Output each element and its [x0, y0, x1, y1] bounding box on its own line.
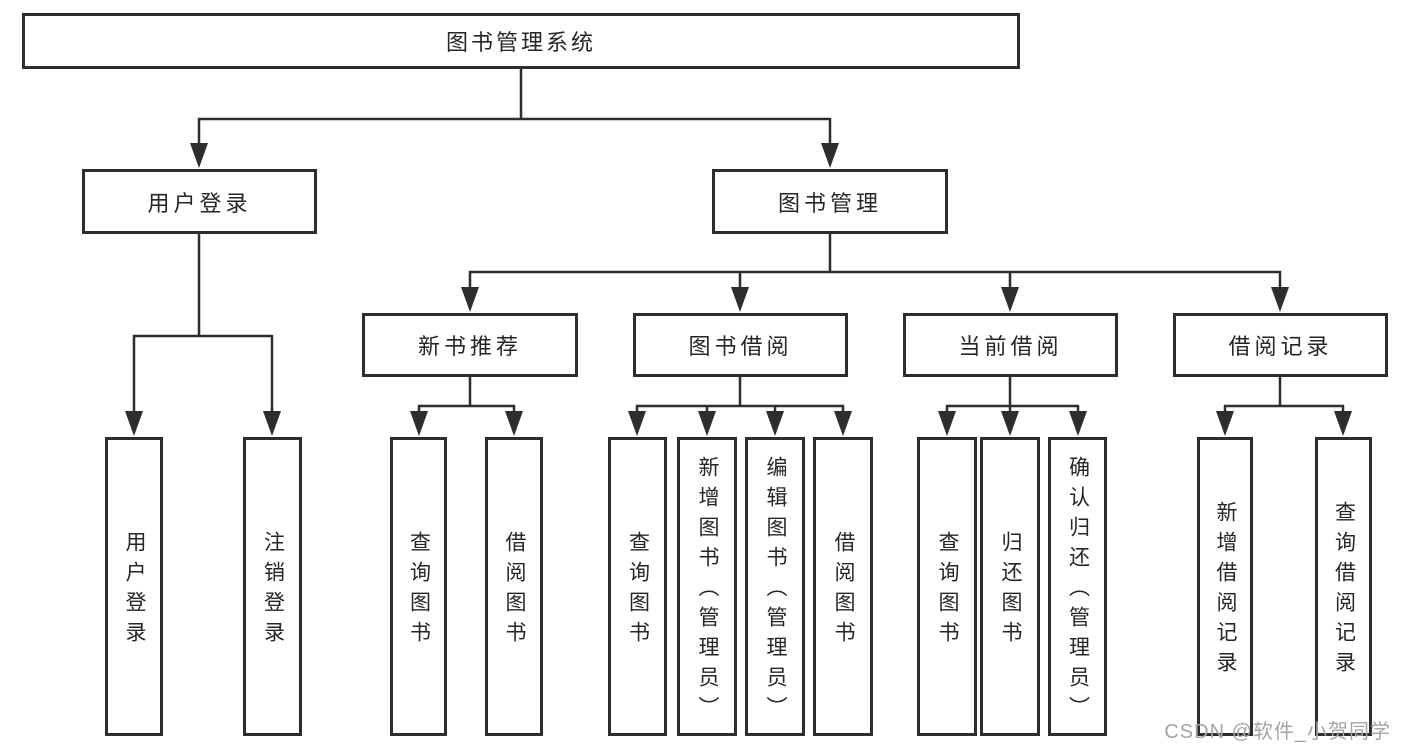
- watermark: CSDN @软件_小贺同学: [1164, 721, 1391, 743]
- leaf-user-login: 用户登录: [105, 437, 163, 736]
- node-book-borrowing: 图书借阅: [633, 313, 848, 377]
- leaf-borrow-books-borrowing: 借阅图书: [813, 437, 873, 736]
- node-book-management: 图书管理: [712, 169, 948, 234]
- leaf-return-book: 归还图书: [980, 437, 1040, 736]
- leaf-edit-book-admin: 编辑图书（管理员）: [745, 437, 805, 736]
- node-borrowing-records: 借阅记录: [1173, 313, 1388, 377]
- node-current-borrowing: 当前借阅: [903, 313, 1118, 377]
- leaf-borrow-books-recommend: 借阅图书: [485, 437, 543, 736]
- leaf-add-borrow-record: 新增借阅记录: [1197, 437, 1253, 736]
- node-new-book-recommendation: 新书推荐: [362, 313, 578, 377]
- node-user-login: 用户登录: [82, 169, 317, 234]
- node-library-management-system: 图书管理系统: [22, 13, 1020, 69]
- leaf-query-borrow-record: 查询借阅记录: [1315, 437, 1372, 736]
- leaf-add-book-admin: 新增图书（管理员）: [677, 437, 737, 736]
- leaf-query-books-borrowing: 查询图书: [608, 437, 667, 736]
- leaf-logout: 注销登录: [243, 437, 302, 736]
- leaf-confirm-return-admin: 确认归还（管理员）: [1048, 437, 1107, 736]
- leaf-query-books-current: 查询图书: [917, 437, 977, 736]
- leaf-query-books-recommend: 查询图书: [390, 437, 447, 736]
